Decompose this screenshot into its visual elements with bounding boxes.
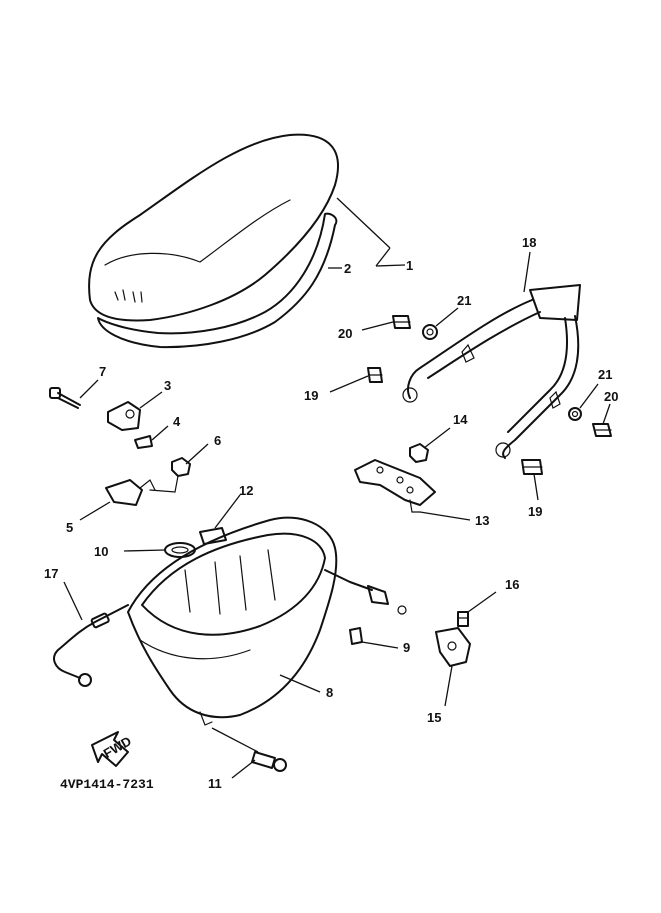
- bolt-11: [251, 751, 287, 772]
- fwd-arrow: FWD: [91, 731, 134, 767]
- callout-6: 6: [214, 433, 221, 448]
- nut-6: [171, 457, 191, 477]
- lock-3: [107, 401, 141, 431]
- clip-9: [349, 627, 363, 645]
- storage-box: [127, 516, 338, 726]
- seat-base: [97, 212, 338, 349]
- callout-18: 18: [522, 235, 536, 250]
- nut-21-right: [568, 407, 582, 421]
- label-12: [199, 527, 227, 545]
- callout-5: 5: [66, 520, 73, 535]
- gasket-10: [164, 542, 196, 558]
- bracket-13: [354, 459, 436, 513]
- callout-13: 13: [475, 513, 489, 528]
- callout-19-right: 19: [528, 504, 542, 519]
- callout-10: 10: [94, 544, 108, 559]
- hook-5: [105, 479, 156, 506]
- callout-16: 16: [505, 577, 519, 592]
- callout-15: 15: [427, 710, 441, 725]
- part-code: 4VP1414-7231: [60, 777, 154, 792]
- bolt-19-left: [367, 367, 383, 383]
- grab-bar: [402, 284, 581, 459]
- latch-15: [435, 627, 471, 667]
- seat: [88, 133, 339, 322]
- callout-20-left: 20: [338, 326, 352, 341]
- clip-4: [134, 435, 153, 449]
- callout-21-left: 21: [457, 293, 471, 308]
- bolt-20-right: [592, 423, 612, 437]
- callout-14: 14: [453, 412, 468, 427]
- bolt-20-left: [392, 315, 411, 329]
- callout-20-right: 20: [604, 389, 618, 404]
- nut-14: [409, 443, 429, 463]
- cable-17: [53, 604, 129, 687]
- screw-16: [457, 611, 469, 627]
- callout-2: 2: [344, 261, 351, 276]
- callout-17: 17: [44, 566, 58, 581]
- callout-12: 12: [239, 483, 253, 498]
- callout-19-left: 19: [304, 388, 318, 403]
- callout-8: 8: [326, 685, 333, 700]
- callout-7: 7: [99, 364, 106, 379]
- callout-3: 3: [164, 378, 171, 393]
- callout-11: 11: [208, 776, 222, 791]
- bolt-19-right: [521, 459, 543, 475]
- callout-21-right: 21: [598, 367, 612, 382]
- callout-9: 9: [403, 640, 410, 655]
- pin-7: [49, 387, 81, 409]
- callout-1: 1: [406, 258, 413, 273]
- callout-4: 4: [173, 414, 181, 429]
- nut-21-left: [422, 324, 438, 340]
